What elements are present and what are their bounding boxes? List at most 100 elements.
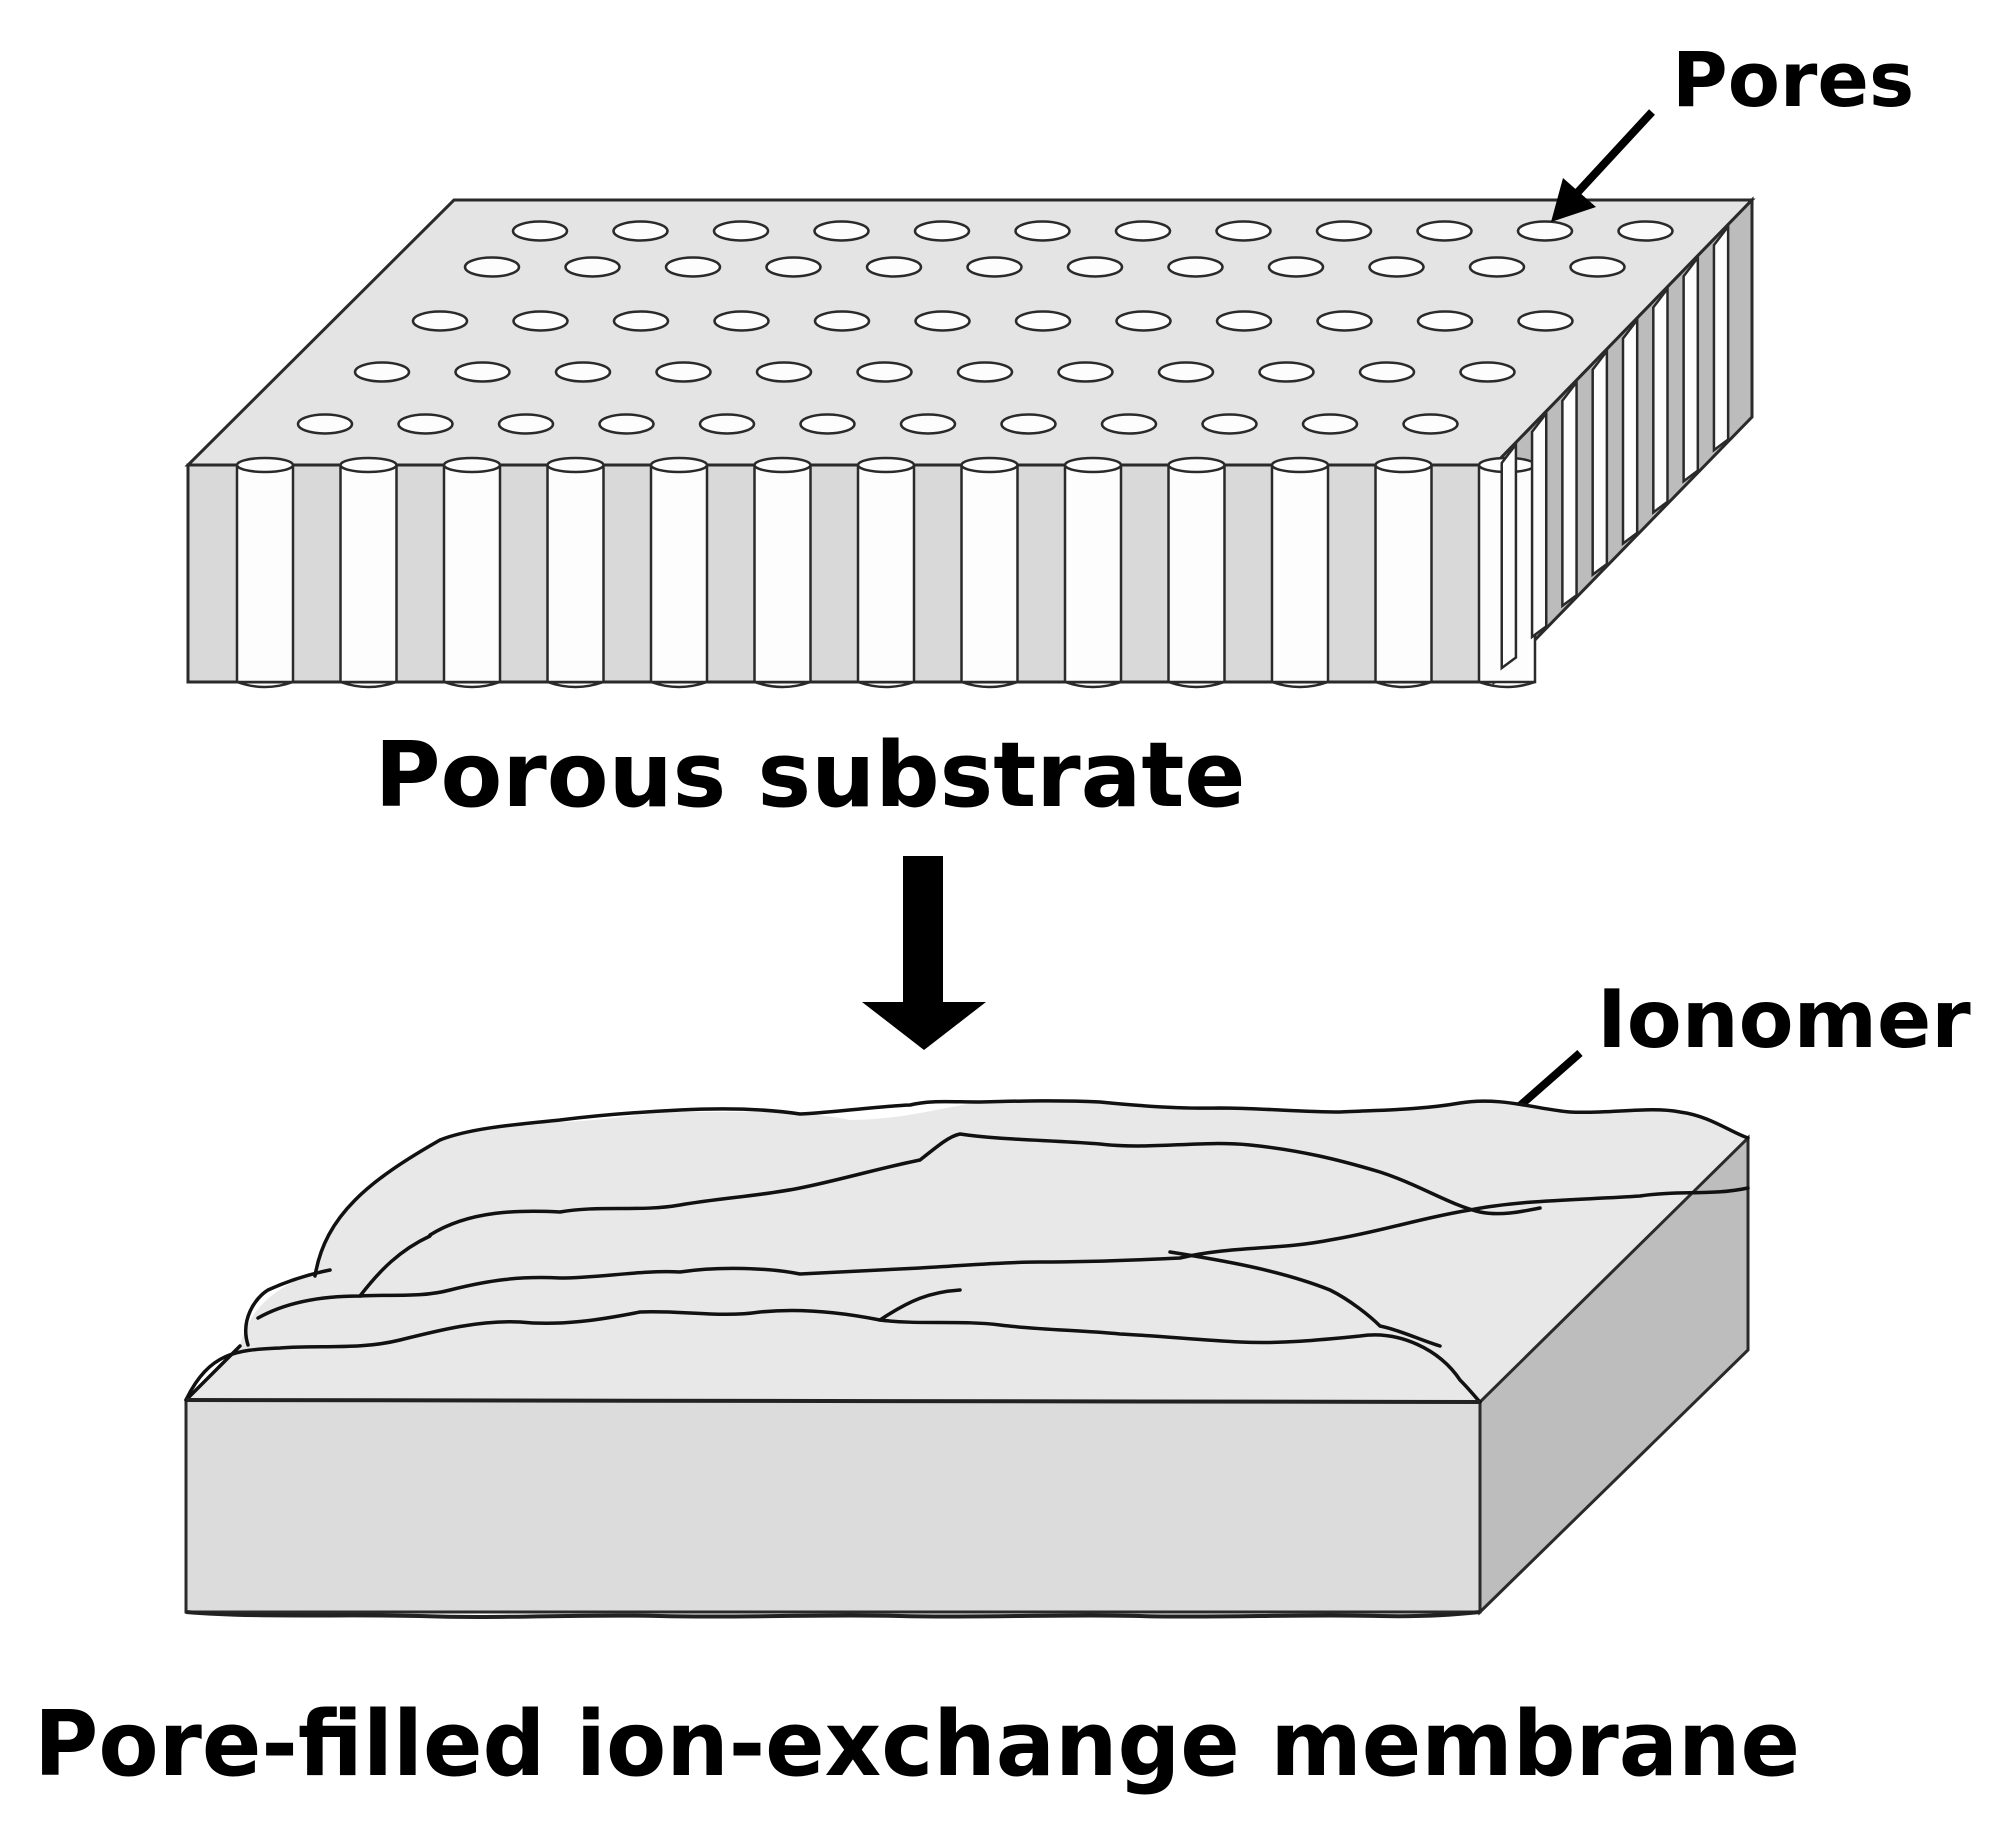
pore-opening xyxy=(1157,361,1215,383)
pore-channel xyxy=(1374,463,1433,684)
side-pore-channel xyxy=(1621,316,1639,546)
pore-channel xyxy=(339,463,398,684)
pore-channel xyxy=(649,463,709,684)
side-pore-channel xyxy=(1530,409,1548,640)
pore-opening xyxy=(512,310,569,332)
pore-opening xyxy=(554,361,612,383)
pore-channel xyxy=(753,463,812,684)
pore-opening xyxy=(813,220,870,242)
pore-opening xyxy=(1057,361,1114,383)
pore-opening xyxy=(713,310,770,332)
pore-opening xyxy=(1066,256,1124,278)
pore-channel xyxy=(960,463,1019,684)
substrate-front-pores xyxy=(235,456,1537,689)
pore-opening xyxy=(913,220,971,242)
pore-opening xyxy=(598,413,655,435)
pore-channel-bottom xyxy=(547,680,604,689)
pore-opening xyxy=(1517,310,1574,332)
pore-opening xyxy=(1468,256,1526,278)
pore-channel-top xyxy=(1167,456,1226,474)
pore-opening xyxy=(1368,256,1425,278)
pore-opening xyxy=(353,361,411,383)
pore-channel xyxy=(235,463,295,684)
pore-opening xyxy=(1114,220,1172,242)
pore-opening xyxy=(899,413,957,435)
pore-opening xyxy=(856,361,913,383)
side-pore-channel xyxy=(1500,440,1518,671)
membrane-side-face xyxy=(1478,1134,1750,1616)
pore-opening xyxy=(564,256,621,278)
pore-opening xyxy=(1258,361,1315,383)
pore-opening xyxy=(1215,310,1273,332)
membrane-top-edge xyxy=(185,1398,1481,1404)
pore-channel-bottom xyxy=(1271,680,1329,689)
ionomer-label: Ionomer xyxy=(1597,973,1971,1066)
pore-opening xyxy=(1000,413,1057,435)
pore-opening xyxy=(1416,220,1473,242)
substrate-side-pores xyxy=(1500,222,1730,671)
pore-opening xyxy=(698,413,756,435)
pore-channel xyxy=(546,463,605,684)
pore-channel-bottom xyxy=(340,680,397,689)
pore-opening xyxy=(1267,256,1325,278)
pore-channel-bottom xyxy=(443,680,501,689)
pore-channel-top xyxy=(339,456,398,474)
pore-opening xyxy=(1459,361,1516,383)
membrane-top-ionomer xyxy=(186,1099,1748,1402)
pore-channel-top xyxy=(753,456,812,474)
pore-channel xyxy=(1270,463,1330,684)
pore-opening xyxy=(1569,256,1626,278)
pore-opening xyxy=(497,413,555,435)
side-pore-channel xyxy=(1652,285,1669,515)
membrane-bottom-ragged-edge xyxy=(185,1610,1481,1619)
pore-opening xyxy=(664,256,722,278)
pore-opening xyxy=(712,220,770,242)
pore-opening xyxy=(655,361,712,383)
process-arrow xyxy=(862,856,986,1050)
pore-opening xyxy=(296,413,354,435)
membrane-label: Pore-filled ion-exchange membrane xyxy=(34,1692,1800,1797)
pore-opening xyxy=(1167,256,1224,278)
pore-channel-bottom xyxy=(236,680,294,689)
pore-channel xyxy=(856,463,916,684)
pore-channel-top xyxy=(856,456,916,474)
pore-opening xyxy=(1416,310,1474,332)
pore-opening xyxy=(612,220,669,242)
side-pore-channel xyxy=(1561,378,1578,609)
pore-opening xyxy=(865,256,923,278)
pore-opening xyxy=(966,256,1023,278)
pore-opening xyxy=(612,310,670,332)
pore-opening xyxy=(1402,413,1459,435)
pore-channel-bottom xyxy=(1168,680,1225,689)
pore-opening xyxy=(813,310,871,332)
pore-channel-top xyxy=(235,456,295,474)
pore-opening xyxy=(397,413,454,435)
pore-opening xyxy=(1201,413,1258,435)
pore-opening xyxy=(1100,413,1158,435)
pore-channel-top xyxy=(442,456,502,474)
pore-opening xyxy=(463,256,521,278)
pore-opening xyxy=(799,413,856,435)
pore-opening xyxy=(411,310,469,332)
pore-opening xyxy=(1014,220,1071,242)
pore-channel xyxy=(442,463,502,684)
pore-opening xyxy=(1215,220,1272,242)
pore-channel-bottom xyxy=(1478,680,1536,689)
pore-channel-bottom xyxy=(650,680,708,689)
pore-opening xyxy=(1316,310,1373,332)
pore-channel-top xyxy=(1270,456,1330,474)
pore-opening xyxy=(755,361,813,383)
membrane-front-face xyxy=(184,1398,1482,1614)
porous-substrate-block xyxy=(184,196,1756,689)
pores-arrow xyxy=(1551,109,1655,222)
pore-channel xyxy=(1167,463,1226,684)
pore-opening xyxy=(1516,220,1574,242)
pore-opening xyxy=(956,361,1014,383)
pore-channel-bottom xyxy=(1064,680,1122,689)
pores-label: Pores xyxy=(1672,35,1914,124)
pore-opening xyxy=(1301,413,1359,435)
side-pore-channel xyxy=(1682,253,1700,484)
pore-opening xyxy=(914,310,971,332)
